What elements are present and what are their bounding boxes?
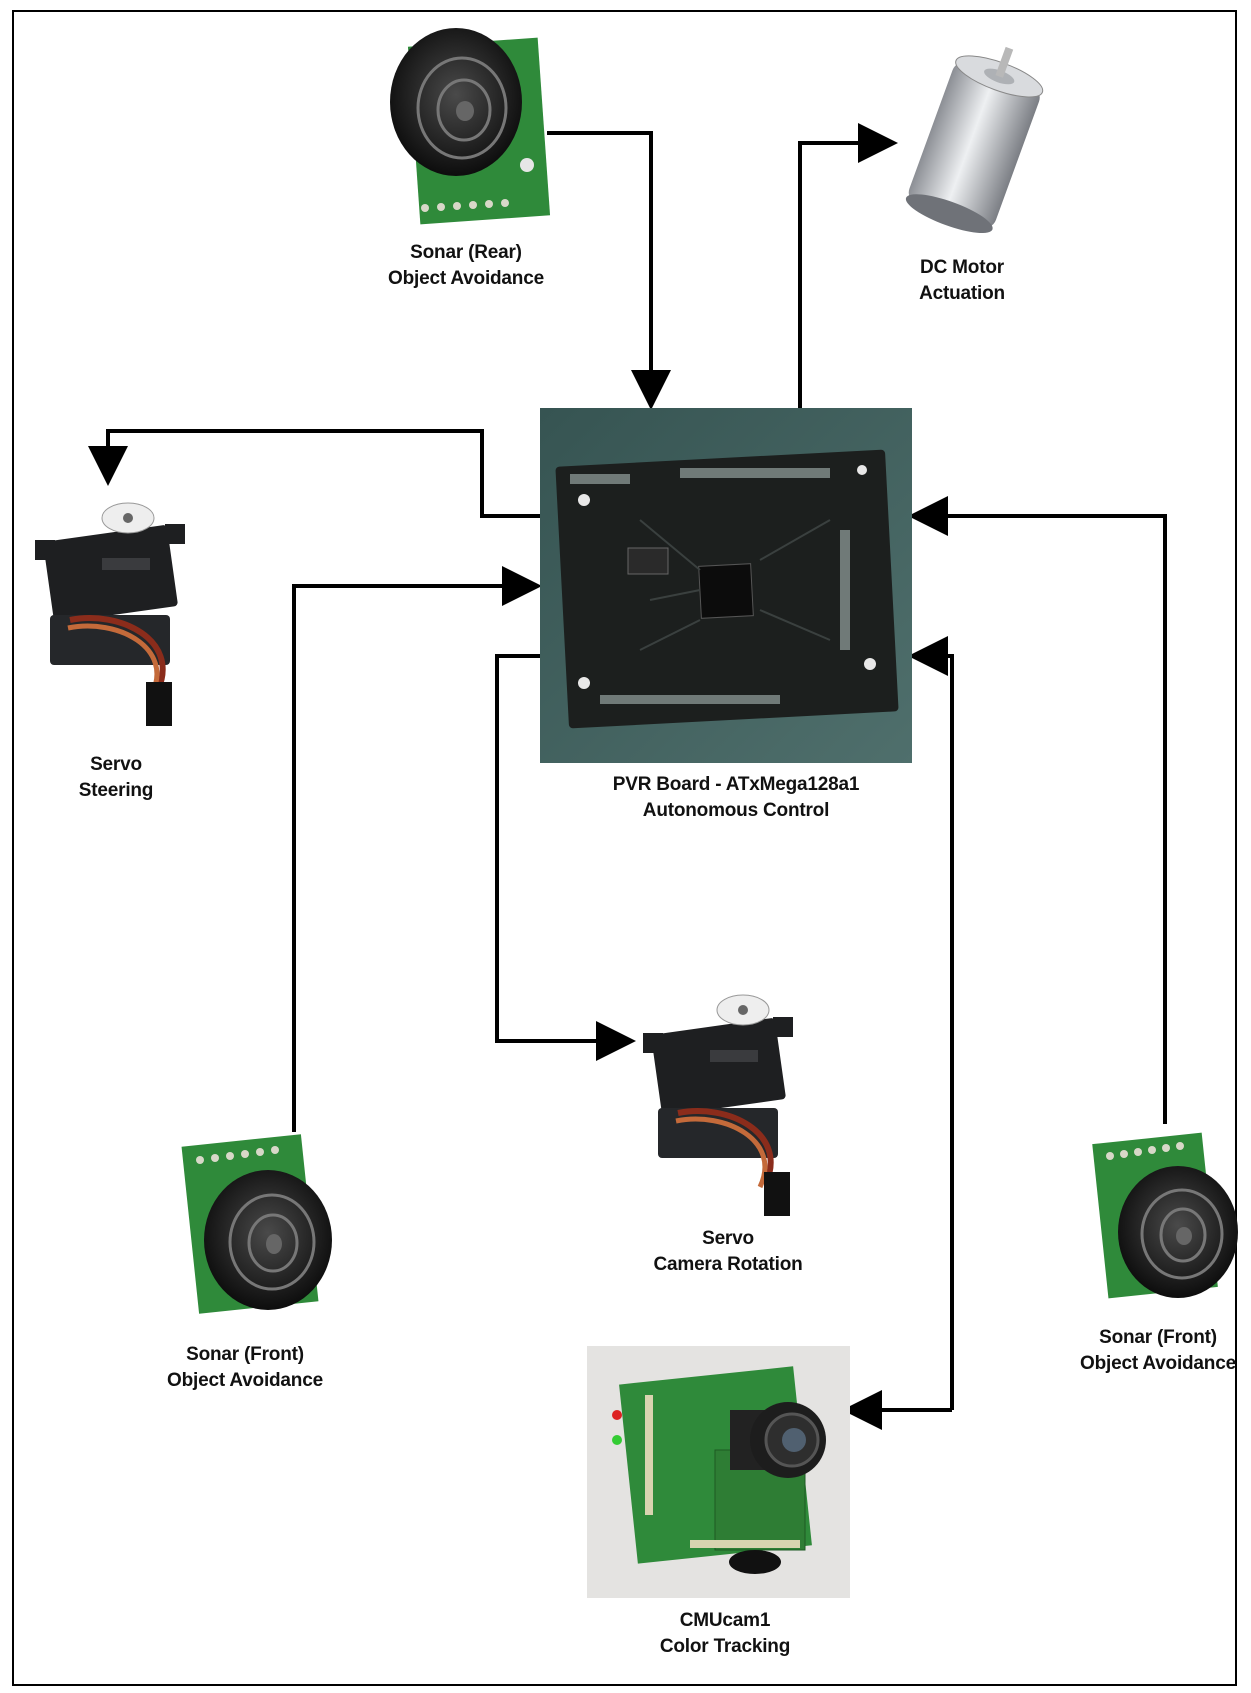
label-sonar-front-right-line1: Sonar (Front) [1080, 1325, 1236, 1351]
label-pvr-board: PVR Board - ATxMega128a1 Autonomous Cont… [613, 772, 860, 824]
label-dc-motor: DC Motor Actuation [919, 255, 1005, 307]
dc-motor-image [902, 33, 1053, 241]
label-pvr-board-line2: Autonomous Control [613, 798, 860, 824]
label-servo-camera: Servo Camera Rotation [653, 1226, 802, 1278]
sonar-front-left-image [182, 1134, 332, 1314]
label-cmucam: CMUcam1 Color Tracking [660, 1608, 790, 1660]
label-sonar-front-right: Sonar (Front) Object Avoidance [1080, 1325, 1236, 1377]
label-cmucam-line2: Color Tracking [660, 1634, 790, 1660]
edge-pvr-to-servo-steering [108, 431, 540, 516]
label-servo-camera-line2: Camera Rotation [653, 1252, 802, 1278]
label-sonar-rear-line1: Sonar (Rear) [388, 240, 544, 266]
label-sonar-front-left: Sonar (Front) Object Avoidance [167, 1342, 323, 1394]
label-cmucam-line1: CMUcam1 [660, 1608, 790, 1634]
edge-pvr-to-dc-motor [800, 143, 890, 408]
label-servo-steering-line1: Servo [79, 752, 153, 778]
edge-pvr-cmucam-bidirectional [916, 656, 952, 1410]
servo-camera-image [643, 995, 793, 1216]
label-pvr-board-line1: PVR Board - ATxMega128a1 [613, 772, 860, 798]
label-sonar-rear: Sonar (Rear) Object Avoidance [388, 240, 544, 292]
label-servo-camera-line1: Servo [653, 1226, 802, 1252]
cmucam-image [587, 1346, 850, 1598]
label-servo-steering-line2: Steering [79, 778, 153, 804]
label-servo-steering: Servo Steering [79, 752, 153, 804]
sonar-rear-image [390, 28, 550, 224]
servo-steering-image [35, 503, 185, 726]
sonar-front-right-image [1092, 1133, 1238, 1299]
label-sonar-front-left-line2: Object Avoidance [167, 1368, 323, 1394]
label-sonar-rear-line2: Object Avoidance [388, 266, 544, 292]
edge-sonar-rear-to-pvr [547, 133, 651, 402]
label-sonar-front-right-line2: Object Avoidance [1080, 1351, 1236, 1377]
pvr-board-image [540, 408, 912, 763]
label-sonar-front-left-line1: Sonar (Front) [167, 1342, 323, 1368]
label-dc-motor-line2: Actuation [919, 281, 1005, 307]
label-dc-motor-line1: DC Motor [919, 255, 1005, 281]
